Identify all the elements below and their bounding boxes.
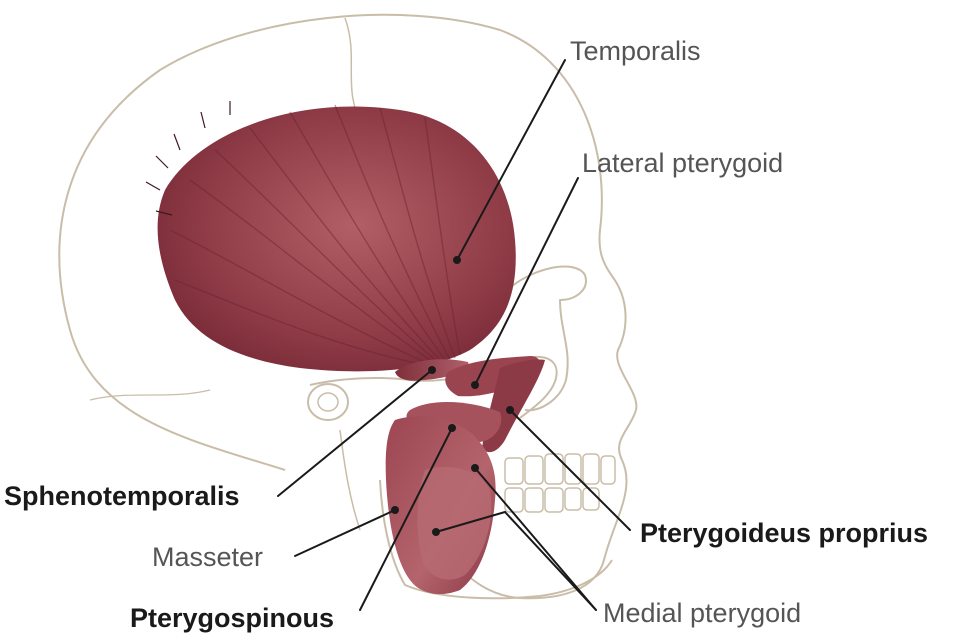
label-lateral-pterygoid: Lateral pterygoid: [582, 148, 784, 178]
leader-line-temporalis: [456, 59, 566, 261]
medial-pterygoid-muscle: [417, 466, 492, 580]
label-pterygoideus-proprius: Pterygoideus proprius: [640, 518, 929, 548]
temporalis-muscle: [157, 106, 516, 372]
mandible-outline: [379, 479, 613, 600]
temporalis-fibers: [169, 104, 461, 365]
leader-line-pterygospinous: [359, 427, 453, 611]
upper-teeth: [504, 453, 616, 485]
leader-dot-lateral-pterygoid: [471, 381, 479, 389]
lower-teeth: [504, 487, 600, 513]
label-masseter: Masseter: [152, 542, 264, 572]
leader-line-medial-pterygoid-a: [474, 467, 597, 611]
leader-dot-pterygoideus-proprius: [506, 406, 514, 414]
leader-dot-medial-pterygoid-c: [432, 528, 440, 536]
label-temporalis: Temporalis: [570, 36, 701, 66]
leader-line-pterygoideus-proprius: [509, 409, 631, 531]
leader-dot-sphenotemporalis: [428, 366, 436, 374]
leader-line-masseter: [294, 509, 396, 557]
label-medial-pterygoid: Medial pterygoid: [603, 598, 802, 628]
mandible-ramus: [339, 429, 361, 531]
leader-dot-medial-pterygoid-a: [471, 464, 479, 472]
pterygospinous-muscle: [406, 401, 502, 442]
leader-line-sphenotemporalis: [277, 369, 433, 497]
temporalis-fiber-tips: [145, 101, 231, 216]
leader-lines: [277, 59, 631, 611]
leader-dot-pterygospinous: [448, 424, 456, 432]
cranial-suture: [89, 389, 211, 401]
leader-line-medial-pterygoid-b: [504, 511, 597, 611]
leader-dot-temporalis: [453, 256, 461, 264]
ear-canal-inner: [317, 392, 339, 412]
muscles: [145, 101, 545, 595]
orbit-outline: [504, 265, 587, 412]
leader-line-lateral-pterygoid: [474, 177, 579, 386]
cranium-outline: [58, 13, 638, 600]
ear-canal: [307, 383, 349, 421]
leader-dot-masseter: [391, 506, 399, 514]
label-pterygospinous: Pterygospinous: [130, 603, 335, 633]
label-sphenotemporalis: Sphenotemporalis: [4, 481, 240, 511]
leader-line-medial-pterygoid-c: [435, 511, 506, 533]
